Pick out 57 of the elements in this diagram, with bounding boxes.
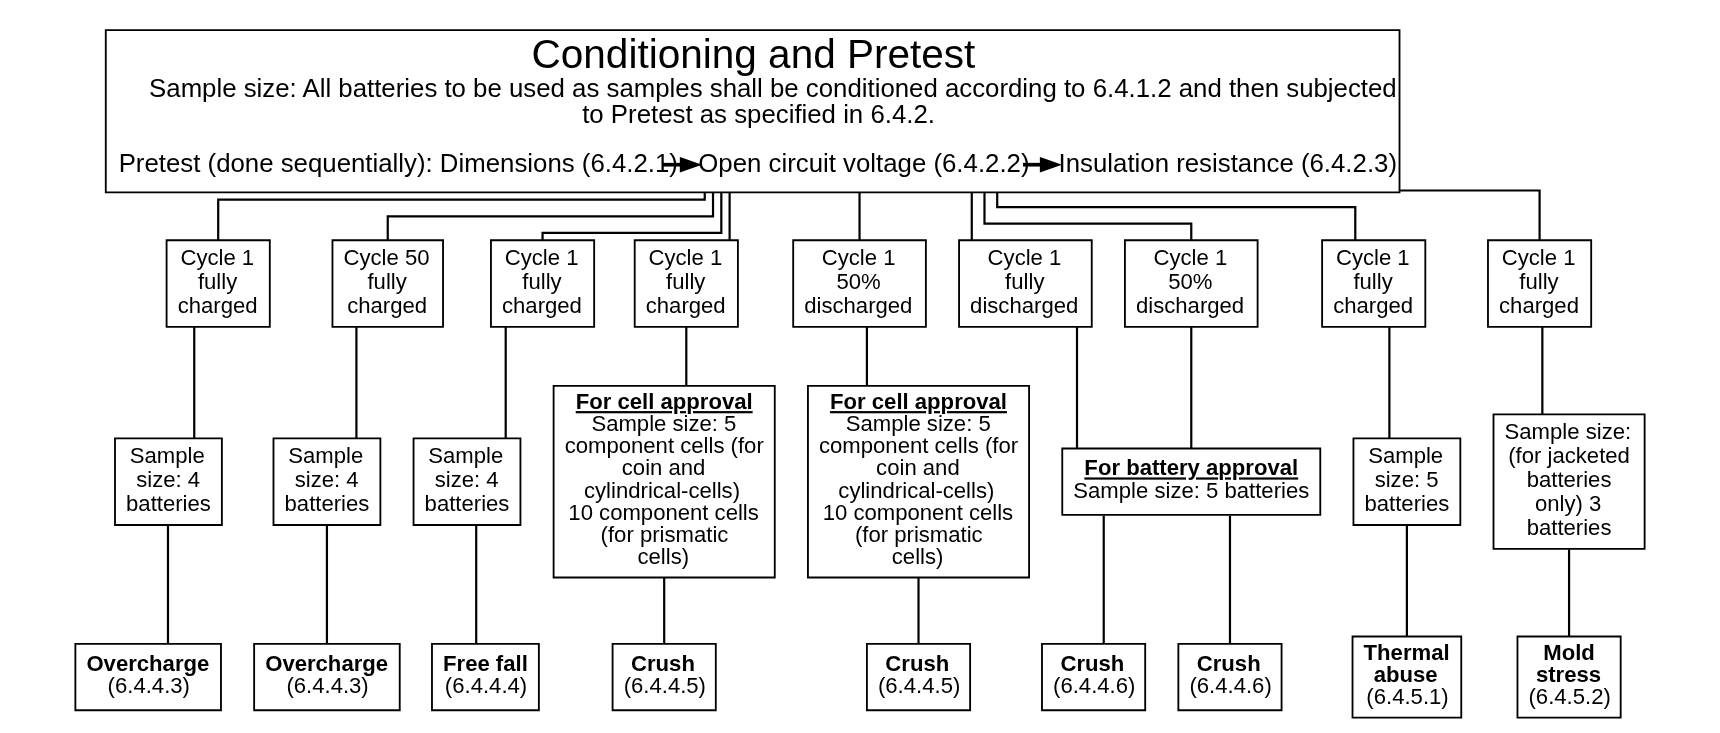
node-box: Cycle 1 fully discharged — [958, 239, 1093, 328]
node-text: Insulation resistance (6.4.2.3) — [1058, 148, 1397, 177]
node-box: Crush (6.4.4.6) — [1041, 642, 1147, 712]
connector — [728, 192, 731, 240]
node-box: Sample size: 4 batteries — [272, 437, 382, 526]
connector — [193, 327, 196, 439]
connector — [1567, 549, 1571, 637]
connector — [325, 525, 329, 644]
node-box: For cell approval Sample size: 5 component cells (for coin and cylindrical-cells) 10 component cells (for prismatic cells) — [552, 384, 776, 579]
node-box: Cycle 1 50% discharged — [792, 239, 927, 328]
connector — [685, 327, 688, 386]
connector — [355, 327, 358, 439]
arrow — [662, 156, 702, 173]
node-box: Cycle 1 fully charged — [165, 239, 271, 328]
node-box: For cell approval Sample size: 5 component cells (for coin and cylindrical-cells) 10 component cells (for prismatic cells) — [807, 384, 1030, 579]
connector — [663, 577, 666, 644]
node-box: Overcharge (6.4.4.3) — [253, 642, 401, 712]
node-box: For battery approval Sample size: 5 batteries — [1061, 447, 1322, 516]
node-box: Crush (6.4.4.6) — [1177, 642, 1283, 712]
connector — [996, 192, 1357, 240]
arrow — [1023, 156, 1063, 173]
connector — [504, 327, 507, 439]
node-box: Cycle 1 fully charged — [1487, 239, 1593, 328]
node-box: Cycle 50 fully charged — [331, 239, 444, 328]
connector — [1399, 189, 1541, 240]
node-box: Sample size: 4 batteries — [412, 437, 522, 526]
connector — [541, 192, 723, 240]
connector — [166, 525, 170, 644]
node-box: Mold stress (6.4.5.2) — [1516, 635, 1622, 719]
connector — [217, 192, 706, 241]
node-box: Sample size: (for jacketed batteries only) 3 batteries — [1492, 413, 1646, 550]
node-box: Crush (6.4.4.5) — [866, 642, 972, 712]
node-box: Cycle 1 50% discharged — [1124, 239, 1259, 328]
node-text: Pretest (done sequentially): Dimensions (6.4.2.1) — [118, 148, 678, 177]
connector — [865, 327, 868, 386]
connector — [1075, 327, 1079, 449]
connector — [1541, 327, 1544, 415]
connector — [1102, 515, 1105, 644]
node-text: Open circuit voltage (6.4.2.2) — [698, 148, 1030, 177]
node-box: Crush (6.4.4.5) — [611, 642, 717, 712]
connector — [1228, 515, 1232, 644]
node-box: Cycle 1 fully charged — [633, 239, 739, 328]
node-box: Sample size: 5 batteries — [1352, 437, 1462, 526]
node-box: Cycle 1 fully charged — [490, 239, 596, 328]
node-box: Thermal abuse (6.4.5.1) — [1351, 635, 1463, 719]
node-box: Sample size: 4 batteries — [114, 437, 223, 526]
connector — [1405, 525, 1408, 637]
connector — [858, 192, 861, 240]
connector — [475, 525, 478, 644]
connector — [1388, 327, 1391, 439]
node-box: Free fall (6.4.4.4) — [431, 642, 540, 712]
connector — [1190, 327, 1193, 449]
connector — [970, 192, 973, 240]
node-box: Cycle 1 fully charged — [1321, 239, 1427, 328]
connector — [917, 577, 920, 644]
connector — [983, 192, 1193, 241]
node-box: Overcharge (6.4.4.3) — [74, 642, 222, 712]
